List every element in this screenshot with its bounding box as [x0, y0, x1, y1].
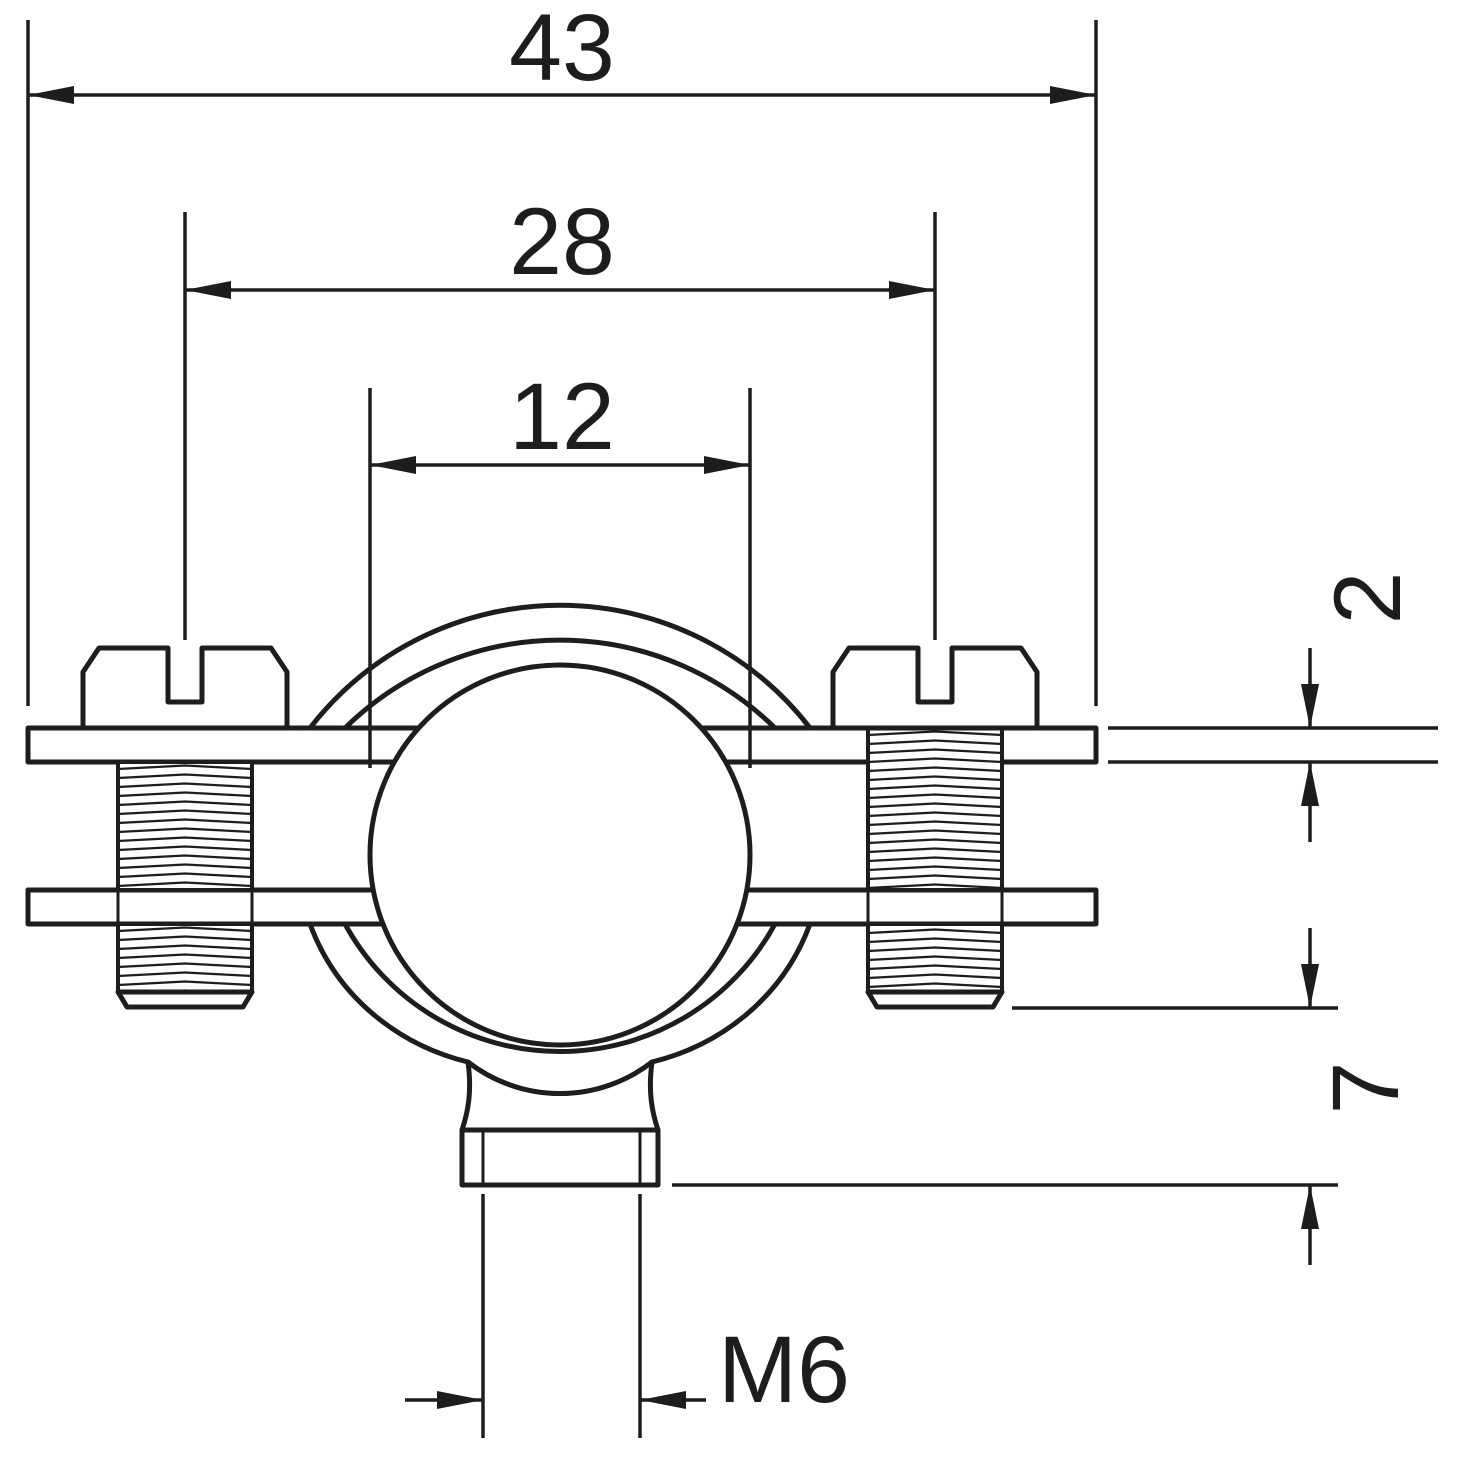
arrowhead-left: [370, 456, 416, 474]
arrowhead-right: [437, 1391, 483, 1409]
arrowhead-left: [185, 281, 231, 299]
dimension-thread-size: M6: [405, 1194, 850, 1438]
arrowhead-up: [1301, 1185, 1319, 1229]
right-screw-slotted-head: [830, 645, 1040, 731]
dimension-screw-spacing: 28: [183, 189, 937, 640]
arrowhead-left: [640, 1391, 686, 1409]
lower-band-outer-right: [647, 921, 813, 1133]
dim-label-overall-width: 43: [509, 0, 615, 101]
dimension-boss-height: 7: [672, 928, 1419, 1265]
arrowhead-right: [1050, 86, 1096, 104]
right-screw-thread-upper: [866, 726, 1004, 892]
arrowhead-up: [1301, 762, 1319, 806]
lower-band-outer-left: [307, 921, 473, 1133]
pipe-cross-section: [367, 662, 753, 1048]
arrowhead-left: [28, 86, 74, 104]
right-screw-tip: [865, 989, 1005, 1010]
right-screw-thread-lower: [866, 922, 1004, 994]
arrowhead-down: [1301, 684, 1319, 728]
neck-transition-arc: [465, 1059, 655, 1097]
lower-clamp-band: [307, 921, 813, 1188]
dimension-clamp-diameter: 12: [368, 364, 752, 768]
left-screw: [80, 645, 290, 1010]
left-screw-slotted-head: [80, 645, 290, 731]
arrowhead-right: [889, 281, 935, 299]
upper-band-inner-arc: [342, 637, 778, 731]
arrowhead-down: [1301, 964, 1319, 1008]
threaded-boss: [459, 1127, 661, 1188]
arrowhead-right: [704, 456, 750, 474]
dimension-overall-width: 43: [26, 0, 1098, 706]
dim-label-screw-spacing: 28: [509, 189, 615, 295]
left-screw-tip: [115, 989, 255, 1010]
dim-label-band-thickness: 2: [1315, 572, 1421, 625]
dimension-band-thickness: 2: [1108, 572, 1438, 842]
right-screw: [830, 645, 1040, 1010]
left-screw-thread-lower: [116, 922, 254, 994]
left-screw-thread-upper: [116, 760, 254, 892]
lower-band-inner-arc: [342, 921, 778, 1054]
dim-label-thread-size: M6: [718, 1317, 850, 1423]
dim-label-boss-height: 7: [1313, 1062, 1419, 1115]
dim-label-clamp-diameter: 12: [509, 364, 615, 470]
